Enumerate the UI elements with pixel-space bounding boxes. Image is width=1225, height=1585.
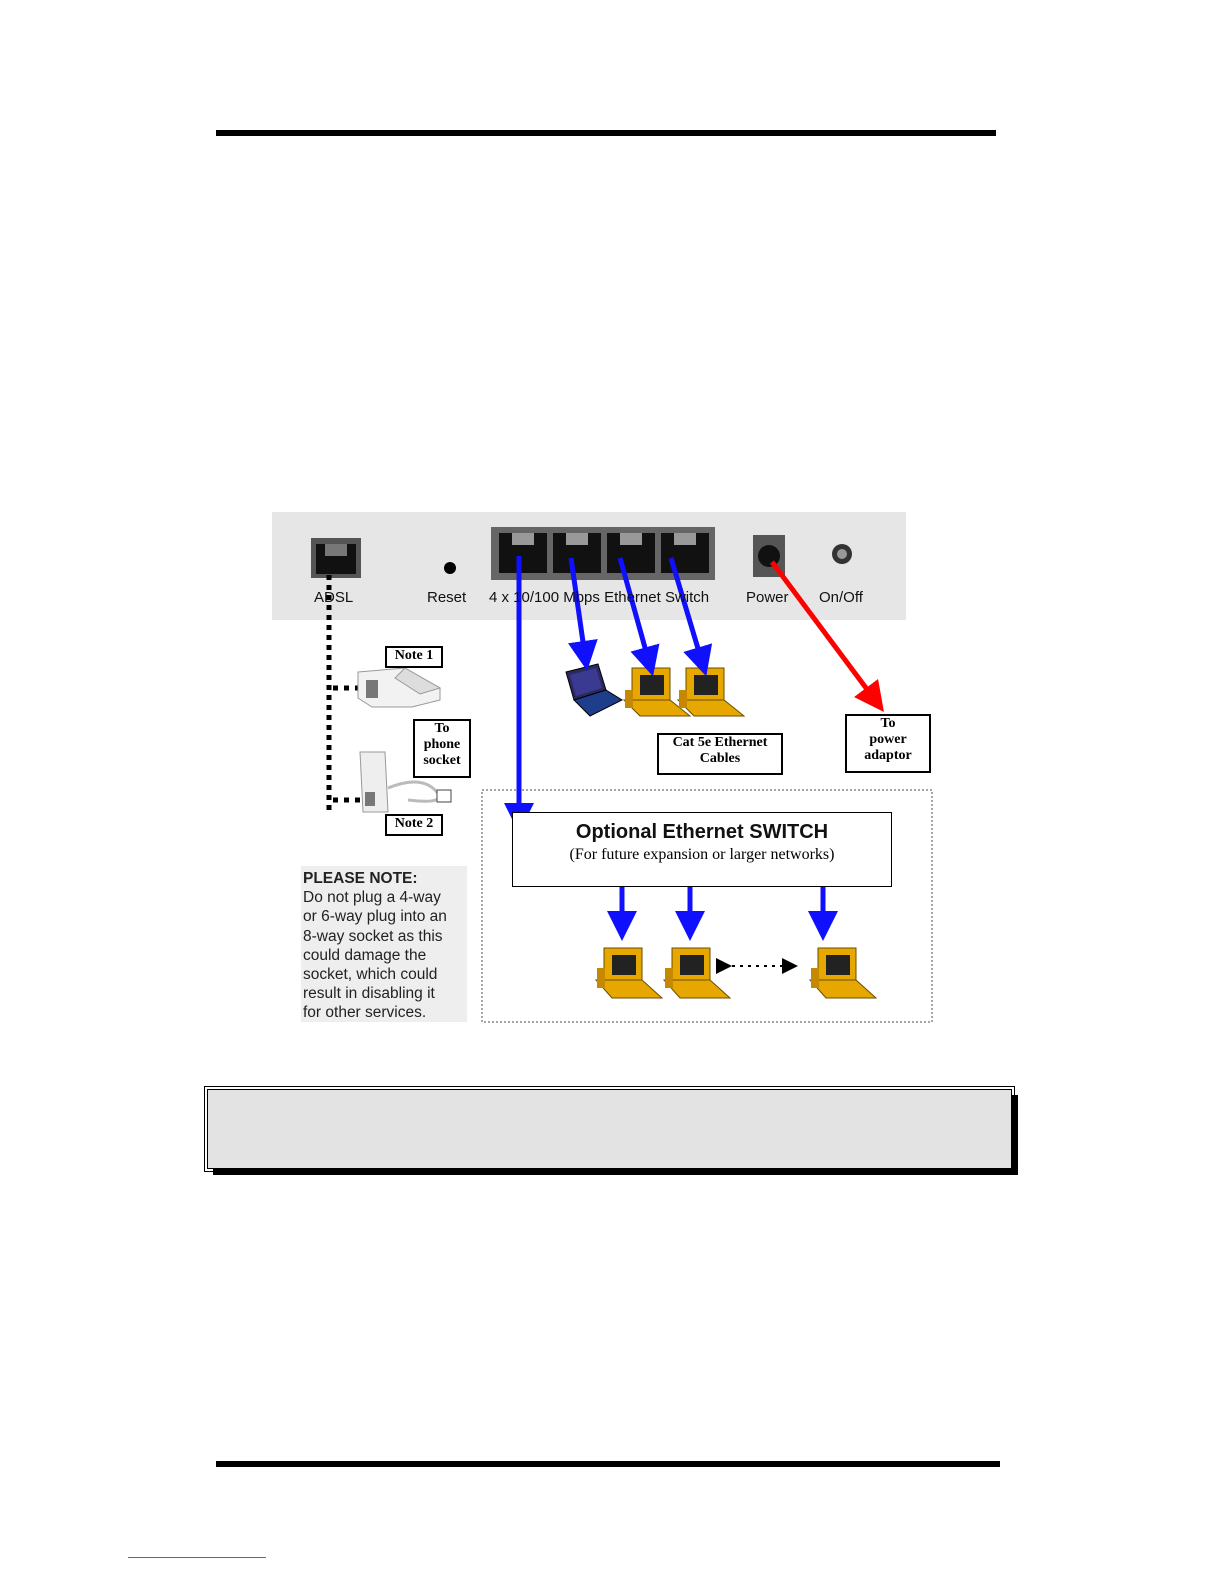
footer-link-underline	[128, 1557, 266, 1558]
cat5e-cables-label: Cat 5e Ethernet Cables	[657, 733, 783, 775]
label-onoff: On/Off	[819, 589, 863, 606]
computer-icon-2	[676, 667, 746, 717]
onoff-button-icon	[832, 544, 852, 564]
label-power: Power	[746, 589, 789, 606]
tip-box	[204, 1086, 1015, 1172]
to-power-adaptor-label: To power adaptor	[845, 714, 931, 773]
please-note-box: PLEASE NOTE: Do not plug a 4-way or 6-wa…	[301, 866, 467, 1022]
please-note-title: PLEASE NOTE:	[303, 870, 418, 887]
note-2-label: Note 2	[385, 814, 443, 836]
computer-icon-4	[662, 947, 732, 999]
label-adsl: ADSL	[314, 589, 354, 606]
ethernet-arrows	[504, 556, 838, 941]
to-phone-socket-label: To phone socket	[413, 719, 471, 778]
computer-icon-3	[594, 947, 664, 999]
laptop-icon	[565, 663, 624, 717]
bottom-rule	[216, 1461, 1000, 1467]
optional-switch-box: Optional Ethernet SWITCH (For future exp…	[512, 812, 892, 887]
note-1-label: Note 1	[385, 646, 443, 668]
optional-switch-area	[481, 789, 933, 1023]
label-reset: Reset	[427, 589, 467, 606]
computer-icon-5	[808, 947, 878, 999]
optional-switch-subtitle: (For future expansion or larger networks…	[569, 846, 835, 863]
phone-splitter-icon	[359, 751, 452, 813]
ethernet-ports-icon	[491, 527, 715, 580]
reset-hole-icon	[444, 562, 456, 574]
label-ethernet-switch: 4 x 10/100 Mbps Ethernet Switch	[489, 589, 710, 606]
adsl-port-icon	[311, 538, 361, 578]
power-arrow	[769, 560, 884, 713]
phone-filter-icon	[357, 667, 442, 708]
optional-switch-title: Optional Ethernet SWITCH	[575, 821, 829, 843]
top-rule	[216, 130, 996, 136]
